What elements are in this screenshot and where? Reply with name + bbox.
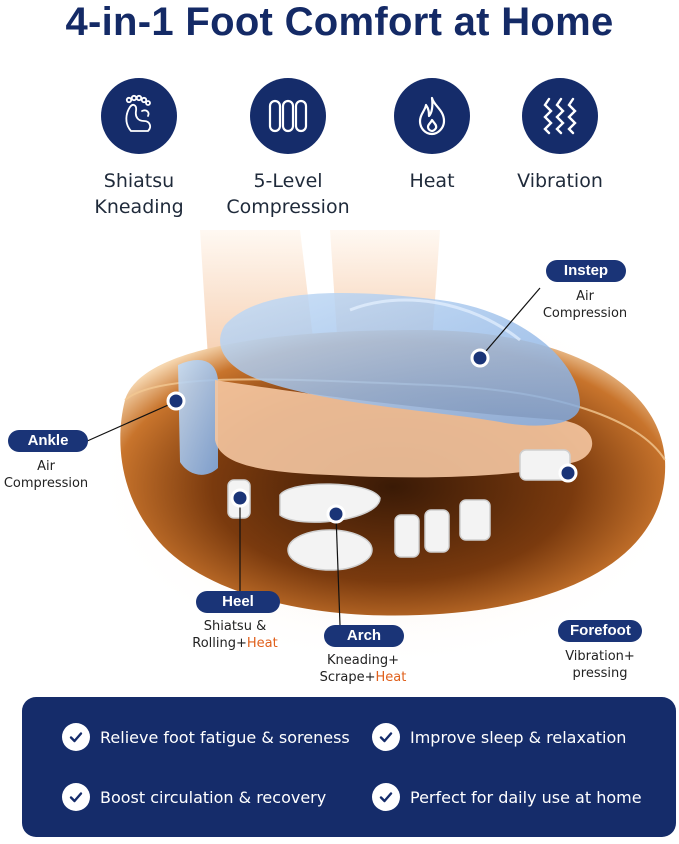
- feature-shiatsu: Shiatsu Kneading: [64, 78, 214, 220]
- zone-forefoot-desc: Vibration+ pressing: [565, 649, 635, 681]
- feature-label: Shiatsu Kneading: [94, 170, 184, 218]
- checkmark-icon: [372, 723, 400, 751]
- foot-massager-illustration: [0, 230, 679, 700]
- zone-instep-desc: Air Compression: [542, 289, 628, 321]
- zone-instep-label: Instep: [546, 260, 626, 282]
- zone-heel-desc: Shiatsu & Rolling+Heat: [180, 618, 290, 652]
- zone-arch-heat: Heat: [375, 670, 407, 685]
- feature-label: Vibration: [517, 170, 603, 192]
- feature-heat: Heat: [357, 78, 507, 194]
- vibration-icon: [522, 78, 598, 154]
- page-title: 4-in-1 Foot Comfort at Home: [65, 0, 614, 44]
- zone-heel-desc-a: Shiatsu & Rolling+: [192, 619, 267, 651]
- compression-icon: [250, 78, 326, 154]
- feature-compression: 5-Level Compression: [213, 78, 363, 220]
- checkmark-icon: [372, 783, 400, 811]
- zone-arch-desc: Kneading+ Scrape+Heat: [308, 652, 418, 686]
- feature-vibration: Vibration: [485, 78, 635, 194]
- benefit-text: Relieve foot fatigue & soreness: [100, 727, 350, 747]
- benefit-item: Relieve foot fatigue & soreness: [62, 723, 350, 751]
- shiatsu-kneading-icon: [101, 78, 177, 154]
- zone-forefoot-label: Forefoot: [558, 620, 642, 642]
- zone-heel-heat: Heat: [246, 636, 278, 651]
- checkmark-icon: [62, 783, 90, 811]
- benefit-item: Perfect for daily use at home: [372, 783, 642, 811]
- zone-ankle-label: Ankle: [8, 430, 88, 452]
- benefit-item: Improve sleep & relaxation: [372, 723, 626, 751]
- checkmark-icon: [62, 723, 90, 751]
- feature-label: 5-Level Compression: [226, 170, 350, 218]
- zone-arch-label: Arch: [324, 625, 404, 647]
- benefit-text: Boost circulation & recovery: [100, 787, 327, 807]
- zone-heel-label: Heel: [196, 591, 280, 613]
- feature-label: Heat: [409, 170, 455, 192]
- benefit-text: Improve sleep & relaxation: [410, 727, 627, 747]
- benefit-text: Perfect for daily use at home: [410, 787, 642, 807]
- benefit-item: Boost circulation & recovery: [62, 783, 326, 811]
- benefits-panel: Relieve foot fatigue & soreness Improve …: [22, 697, 676, 837]
- heat-flame-icon: [394, 78, 470, 154]
- zone-arch-desc-a: Kneading+ Scrape+: [319, 653, 399, 685]
- zone-ankle-desc: Air Compression: [3, 459, 89, 491]
